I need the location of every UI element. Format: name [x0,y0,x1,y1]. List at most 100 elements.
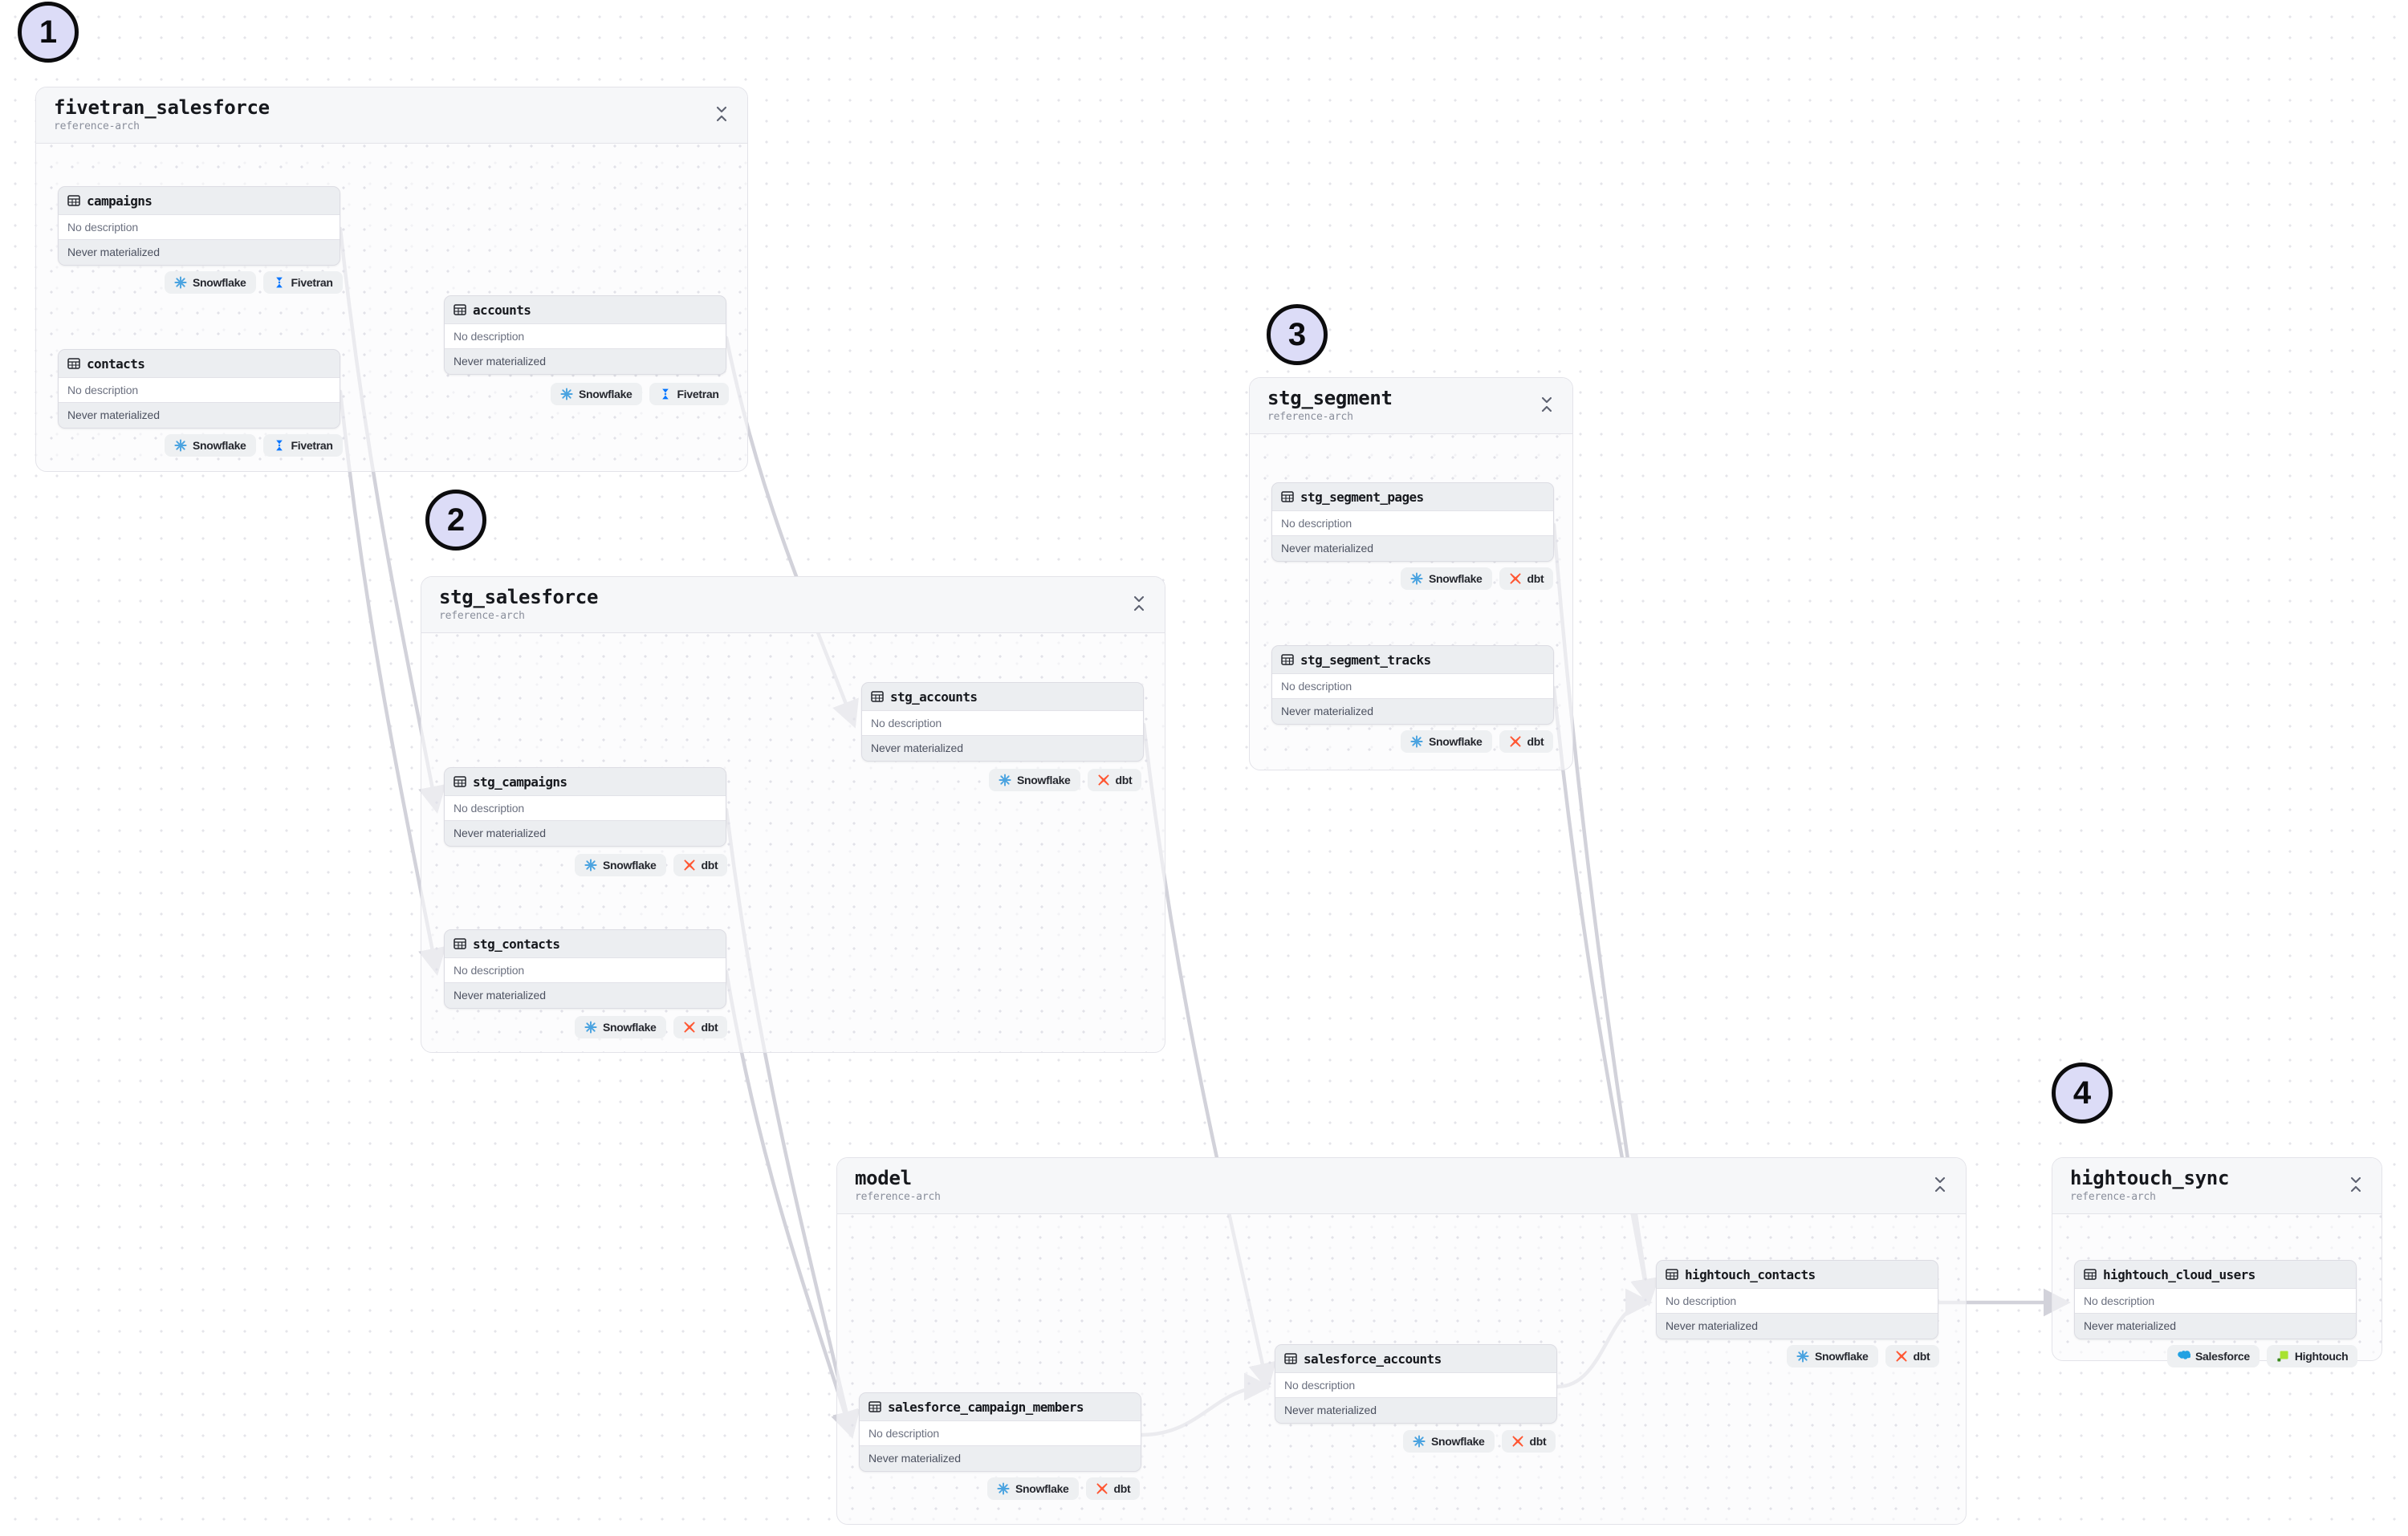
badge-label: Snowflake [579,388,633,400]
badge-snowflake[interactable]: Snowflake [989,769,1080,791]
node-materialization: Never materialized [445,983,726,1008]
node-header[interactable]: stg_campaigns [445,768,726,795]
badge-label: Snowflake [1431,1435,1485,1448]
badge-row-campaigns: Snowflake Fivetran [165,271,343,294]
badge-label: dbt [701,1021,718,1034]
badge-snowflake[interactable]: Snowflake [1401,567,1492,590]
fivetran-icon [659,388,672,400]
badge-snowflake[interactable]: Snowflake [575,1016,666,1038]
node-description: No description [1272,510,1553,536]
badge-snowflake[interactable]: Snowflake [165,434,256,457]
badge-dbt[interactable]: dbt [1499,730,1554,753]
badge-label: dbt [1115,774,1133,786]
badge-fivetran[interactable]: Fivetran [649,383,729,405]
badge-snowflake[interactable]: Snowflake [575,854,666,876]
node-header[interactable]: hightouch_cloud_users [2075,1261,2356,1288]
dbt-icon [1511,1435,1524,1448]
node-name: campaigns [87,193,153,209]
badge-snowflake[interactable]: Snowflake [987,1477,1079,1500]
badge-fivetran[interactable]: Fivetran [262,434,343,457]
badge-dbt[interactable]: dbt [1087,769,1142,791]
badge-fivetran[interactable]: Fivetran [262,271,343,294]
collapse-vertical-icon[interactable] [1539,396,1555,413]
fivetran-icon [273,276,286,289]
node-header[interactable]: stg_segment_pages [1272,483,1553,510]
collapse-vertical-icon[interactable] [2348,1176,2364,1193]
node-header[interactable]: hightouch_contacts [1657,1261,1938,1288]
badge-snowflake[interactable]: Snowflake [1401,730,1492,753]
node-materialization: Never materialized [445,821,726,846]
badge-row-accounts: Snowflake Fivetran [551,383,729,405]
badge-label: Snowflake [1429,572,1483,585]
node-header[interactable]: stg_contacts [445,930,726,957]
badge-row-salesforce_campaign_members: Snowflake dbt [987,1477,1141,1500]
badge-snowflake[interactable]: Snowflake [165,271,256,294]
badge-salesforce[interactable]: Salesforce [2167,1345,2260,1367]
node-header[interactable]: campaigns [59,187,340,214]
badge-label: dbt [701,859,718,872]
badge-hightouch[interactable]: Hightouch [2266,1345,2358,1367]
table-icon [1666,1268,1678,1281]
node-header[interactable]: salesforce_campaign_members [860,1393,1141,1420]
badge-row-stg_segment_tracks: Snowflake dbt [1401,730,1554,753]
badge-dbt[interactable]: dbt [673,1016,728,1038]
node-description: No description [1657,1288,1938,1314]
badge-snowflake[interactable]: Snowflake [1787,1345,1878,1367]
group-subtitle: reference-arch [439,610,525,623]
node-name: stg_contacts [473,936,560,952]
badge-label: Snowflake [1015,1482,1069,1495]
table-icon [2084,1268,2097,1281]
node-header[interactable]: salesforce_accounts [1275,1345,1556,1372]
badge-label: Snowflake [603,859,657,872]
badge-dbt[interactable]: dbt [1885,1345,1940,1367]
table-icon [1281,653,1294,666]
collapse-vertical-icon[interactable] [1131,595,1147,612]
step-marker-4: 4 [2052,1063,2113,1124]
step-marker-1: 1 [18,2,79,63]
group-header-stg_salesforce[interactable]: stg_salesforce reference-arch [421,577,1165,633]
badge-dbt[interactable]: dbt [673,854,728,876]
node-name: salesforce_campaign_members [888,1399,1084,1415]
badge-dbt[interactable]: dbt [1085,1477,1141,1500]
dbt-icon [1509,572,1522,585]
node-header[interactable]: stg_segment_tracks [1272,646,1553,673]
node-name: salesforce_accounts [1304,1351,1442,1367]
node-header[interactable]: contacts [59,350,340,377]
badge-row-stg_campaigns: Snowflake dbt [575,854,728,876]
badge-dbt[interactable]: dbt [1499,567,1554,590]
snowflake-icon [174,439,187,452]
collapse-vertical-icon[interactable] [1932,1176,1948,1193]
group-title: stg_salesforce [439,586,599,608]
badge-snowflake[interactable]: Snowflake [551,383,642,405]
node-name: accounts [473,302,531,318]
badge-dbt[interactable]: dbt [1501,1430,1556,1453]
table-icon [454,303,466,316]
node-name: stg_segment_pages [1300,489,1424,505]
snowflake-icon [1410,735,1423,748]
node-description: No description [1275,1372,1556,1398]
group-subtitle: reference-arch [54,120,140,133]
table-icon [454,937,466,950]
node-description: No description [445,795,726,821]
node-header[interactable]: stg_accounts [862,683,1143,710]
collapse-vertical-icon[interactable] [714,105,730,123]
node-header[interactable]: accounts [445,296,726,323]
badge-snowflake[interactable]: Snowflake [1403,1430,1495,1453]
